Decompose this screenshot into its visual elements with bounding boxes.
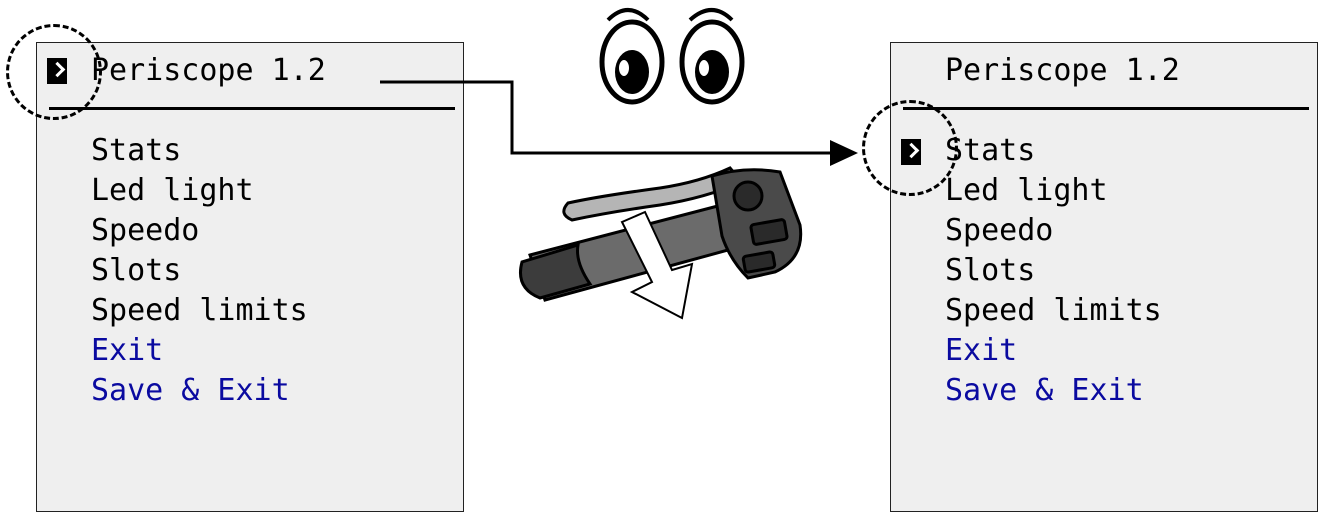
- menu-item-exit[interactable]: Exit: [945, 333, 1018, 368]
- menu-item-led-light[interactable]: Led light: [91, 173, 254, 208]
- menu-item-speedo[interactable]: Speedo: [91, 213, 200, 248]
- cartoon-eyes-icon: [599, 8, 745, 105]
- menu-screen-before: Periscope 1.2 Stats Led light Speedo Slo…: [36, 42, 464, 512]
- menu-item-slots[interactable]: Slots: [91, 253, 182, 288]
- menu-item-led-light[interactable]: Led light: [945, 173, 1108, 208]
- screen-title: Periscope 1.2: [91, 53, 326, 88]
- menu-item-speedo[interactable]: Speedo: [945, 213, 1054, 248]
- menu-item-save-exit[interactable]: Save & Exit: [91, 373, 290, 408]
- menu-item-stats[interactable]: Stats: [945, 133, 1036, 168]
- menu-screen-after: Periscope 1.2 Stats Led light Speedo Slo…: [890, 42, 1318, 512]
- menu-item-speed-limits[interactable]: Speed limits: [945, 293, 1162, 328]
- menu-list: Stats Led light Speedo Slots Speed limit…: [91, 131, 308, 411]
- menu-item-exit[interactable]: Exit: [91, 333, 164, 368]
- title-divider: [903, 107, 1309, 110]
- highlight-circle-before: [6, 24, 102, 120]
- screen-title: Periscope 1.2: [945, 53, 1180, 88]
- menu-list: Stats Led light Speedo Slots Speed limit…: [945, 131, 1162, 411]
- menu-item-slots[interactable]: Slots: [945, 253, 1036, 288]
- menu-item-stats[interactable]: Stats: [91, 133, 182, 168]
- menu-item-speed-limits[interactable]: Speed limits: [91, 293, 308, 328]
- brake-lever-handlebar-icon: [519, 166, 803, 320]
- menu-item-save-exit[interactable]: Save & Exit: [945, 373, 1144, 408]
- title-divider: [49, 107, 455, 110]
- highlight-circle-after: [862, 100, 958, 196]
